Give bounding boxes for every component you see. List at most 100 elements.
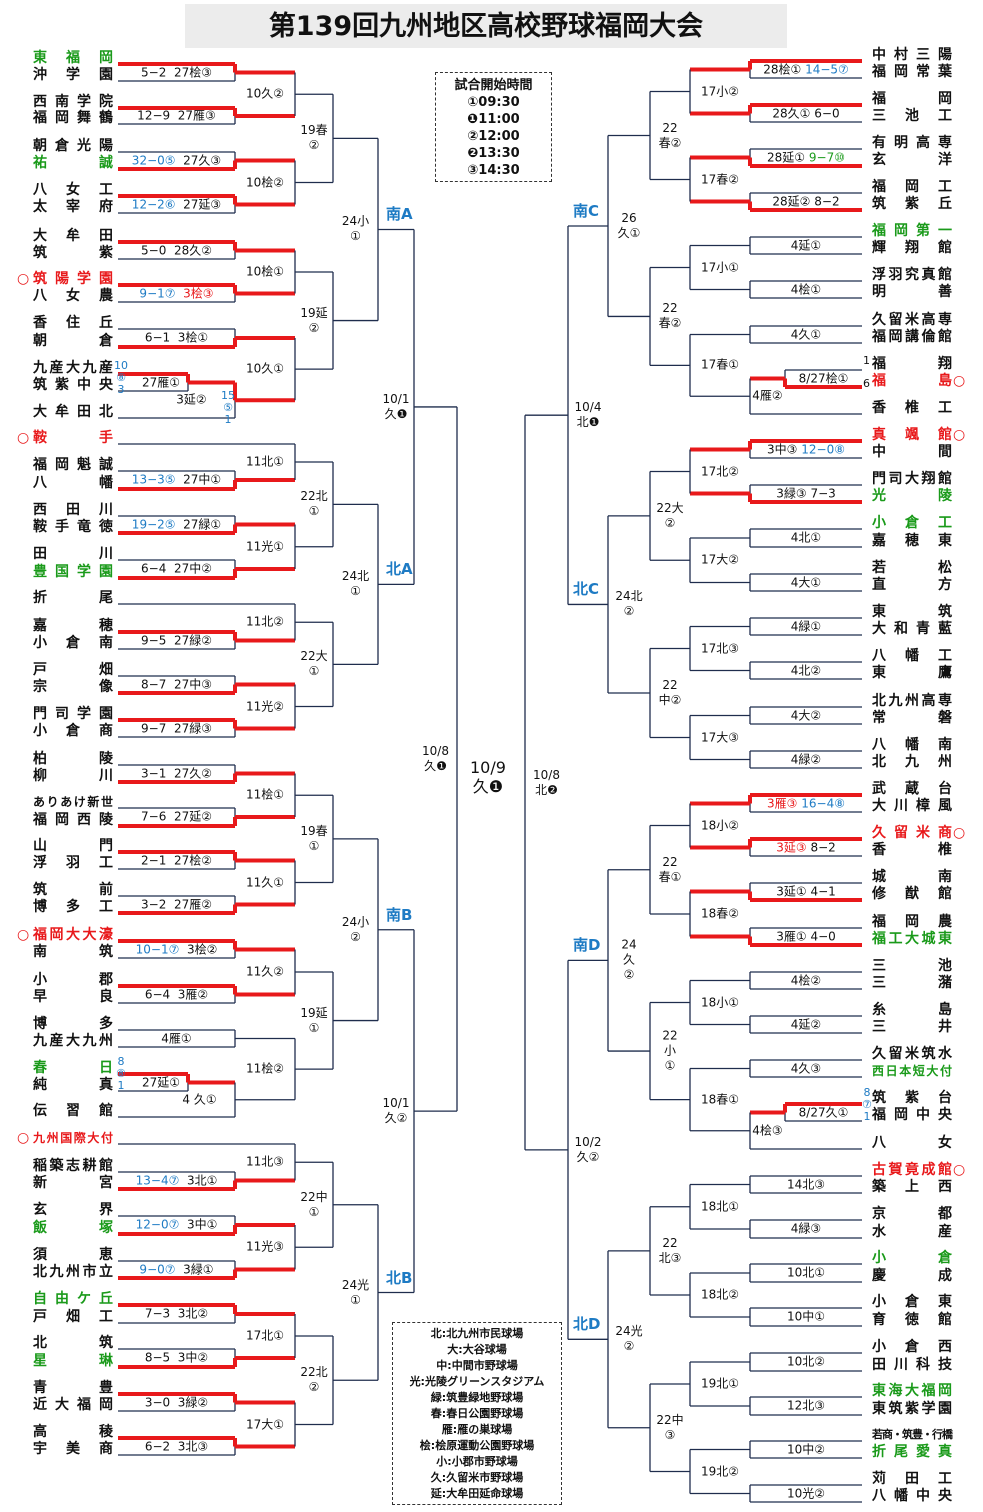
team-name: 城南: [872, 869, 952, 885]
match-date-venue: 4久①: [790, 327, 822, 341]
team-name: 北九州高専: [872, 693, 952, 709]
match-label: 18春②: [701, 907, 739, 922]
region-label: 北A: [386, 560, 413, 579]
match-date-venue: 28久①: [772, 106, 811, 120]
team-name: 小郡: [33, 972, 113, 988]
match-date-venue: 27中②: [173, 561, 212, 576]
match-score: 6−4: [141, 561, 167, 576]
match-date-venue: 4 久①: [182, 1092, 217, 1107]
match-date-venue: 4雁①: [161, 1031, 192, 1045]
match-date-venue: 22 春②: [658, 120, 682, 150]
match-date-venue: 22 春①: [658, 854, 682, 884]
team-name: 高稜: [33, 1424, 113, 1440]
match-label: 8−7 27中③: [141, 677, 212, 692]
match-date-venue: 11北①: [245, 454, 285, 469]
team-name: 星琳: [33, 1353, 113, 1369]
match-date-venue: 19春 ①: [300, 823, 328, 853]
match-label: 11光①: [246, 539, 284, 554]
match-date-venue: 11光②: [245, 699, 285, 713]
team-name: 伝習館: [33, 1103, 113, 1119]
winner-circle-icon: ○: [953, 1162, 966, 1178]
start-time: ①09:30: [467, 95, 520, 110]
match-score: 10−1⑦: [135, 942, 180, 956]
match-date-venue: 19北②: [700, 1464, 740, 1478]
team-name: 稲築志耕館: [33, 1158, 113, 1174]
team-name: 三池工: [872, 108, 952, 124]
match-label: 32−0⑤ 27久③: [132, 153, 221, 168]
match-label: 11桧①: [246, 788, 284, 803]
match-label: 4久③: [791, 1061, 821, 1076]
match-date-venue: 17春①: [700, 357, 740, 372]
team-name: 柳川: [33, 768, 113, 784]
team-name: 朝倉光陽: [33, 138, 113, 154]
match-label: 22 小 ①: [662, 1029, 677, 1074]
team-name: 玄洋: [872, 152, 952, 168]
team-name: 中間: [872, 444, 952, 460]
match-date-venue: 4桧②: [790, 973, 822, 987]
match-date-venue: 27桧③: [173, 65, 212, 79]
match-date-venue: 3桧③: [183, 286, 214, 300]
match-label: 10−1⑦ 3桧②: [136, 942, 218, 957]
match-label: 3延②: [176, 393, 206, 408]
match-label: 19北①: [701, 1377, 739, 1392]
venue-legend-item: 雁:雁の巣球場: [441, 1423, 513, 1436]
start-time: ❶11:00: [467, 112, 520, 127]
match-date-venue: 8/27久①: [798, 1105, 849, 1119]
match-date-venue: 11久②: [245, 964, 285, 979]
match-label: 17大③: [701, 730, 739, 745]
match-label: 22大 ①: [300, 649, 327, 679]
match-label: 26 久①: [618, 211, 641, 241]
team-name: 小倉東: [872, 1294, 952, 1310]
match-date-venue: 22大 ①: [300, 649, 328, 679]
match-date-venue: 3中②: [177, 1350, 209, 1365]
team-name: 小倉商: [33, 723, 113, 739]
match-label: 5−0 28久②: [141, 243, 212, 258]
team-name: 福工大城東: [872, 931, 952, 947]
match-date-venue: 11久①: [245, 875, 285, 889]
team-name: 八女: [872, 1135, 952, 1151]
match-label: 6−4 3雁②: [145, 987, 208, 1002]
page-title: 第139回九州地区高校野球福岡大会: [185, 4, 787, 48]
match-date-venue: 17北③: [700, 641, 740, 655]
match-date-venue: 4緑②: [790, 752, 822, 766]
match-label: 3緑③ 7−3: [776, 486, 836, 501]
match-label: 22 春①: [659, 855, 682, 885]
match-date-venue: 27中③: [173, 677, 212, 691]
region-label: 南C: [573, 201, 600, 220]
team-name: 戸畑工: [33, 1309, 113, 1325]
match-label: 19延 ①: [300, 1006, 327, 1036]
match-label: 9−7 27緑③: [141, 721, 212, 736]
team-name: 北筑: [33, 1335, 113, 1351]
match-label: 8−5 3中②: [145, 1351, 208, 1366]
team-name: 修猷館: [872, 886, 952, 902]
match-label: 11光③: [246, 1240, 284, 1255]
team-name: 大和青藍: [872, 621, 952, 637]
match-label: 4 久①: [182, 1092, 216, 1107]
team-name: 香椎: [872, 842, 952, 858]
match-date-venue: 8/27桧①: [798, 371, 849, 385]
match-score: 12−9: [137, 108, 171, 123]
team-name: 東福岡: [33, 50, 113, 66]
match-score: 13−3⑤: [131, 472, 176, 487]
team-name: 福岡常葉: [872, 64, 952, 80]
side-score: 15 ⑤ 1: [221, 389, 235, 426]
match-date-venue: 18小②: [700, 818, 740, 832]
match-label: 4雁①: [161, 1031, 191, 1046]
team-name: 香住丘: [33, 315, 113, 331]
match-date-venue: 10/1 久②: [382, 1096, 410, 1126]
match-label: 4桧①: [791, 282, 821, 297]
match-label: 3−1 27久②: [141, 766, 212, 781]
match-label: 4延①: [791, 238, 821, 253]
match-date-venue: 3雁①: [776, 929, 807, 943]
match-date-venue: 19北①: [700, 1376, 740, 1391]
match-label: 12−9 27雁③: [137, 109, 216, 124]
side-score: 8 ⑧ 1: [116, 1055, 126, 1092]
match-label: 18北①: [701, 1199, 739, 1214]
side-score: 6: [863, 377, 870, 390]
match-label: 17春①: [701, 358, 739, 373]
team-name: 有明高専: [872, 135, 952, 151]
match-date-venue: 18北②: [700, 1287, 740, 1302]
match-score: 6−0: [814, 106, 840, 120]
winner-circle-icon: ○: [17, 430, 30, 446]
match-date-venue: 3桧①: [177, 330, 209, 345]
